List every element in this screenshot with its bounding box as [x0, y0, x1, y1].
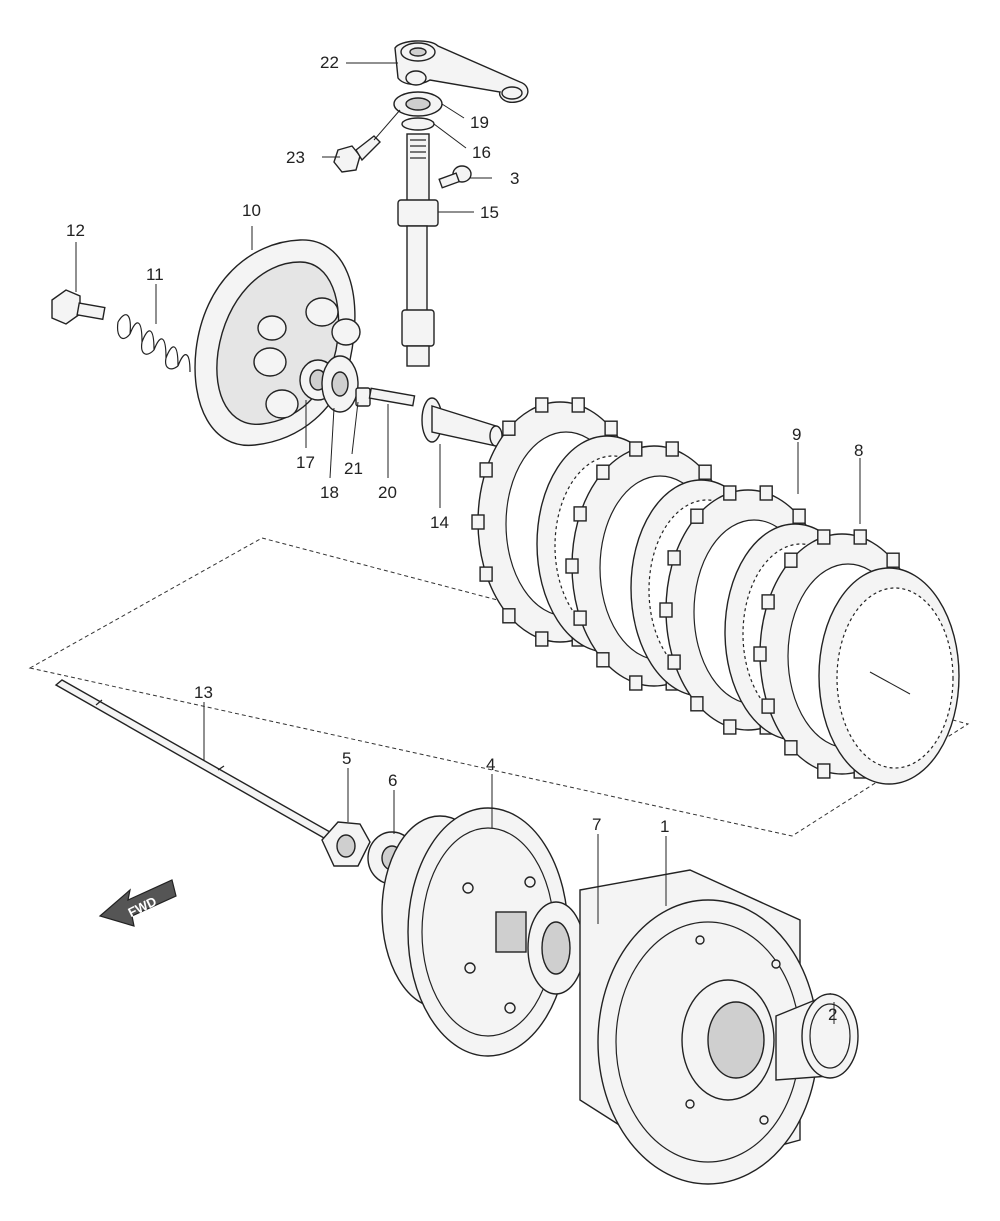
callout-lines [75, 62, 911, 1024]
callout-numbers: 22 19 16 23 3 15 10 12 11 17 21 18 20 14… [66, 53, 863, 1024]
part-13-long-rod [54, 679, 332, 839]
friction-plate-tab [479, 462, 493, 478]
friction-plate-tab [502, 608, 516, 624]
part-15-shaft [397, 133, 439, 367]
part-20-rod [368, 387, 416, 407]
plate-group-outline [28, 537, 970, 837]
callout-11: 11 [146, 265, 164, 284]
part-22-lever [394, 40, 529, 104]
friction-plate-tab [667, 654, 681, 670]
callout-20: 20 [378, 483, 397, 502]
callout-8: 8 [854, 441, 863, 460]
callout-5: 5 [342, 749, 351, 768]
callout-10: 10 [242, 201, 261, 220]
friction-plate-tab [667, 550, 681, 566]
part-16-oring [401, 117, 435, 131]
friction-plate-tab [853, 529, 867, 545]
plate-inner-ring [836, 587, 954, 769]
callout-21: 21 [344, 459, 363, 478]
friction-plate-tab [817, 763, 831, 779]
friction-plate-tab [479, 566, 493, 582]
part-14-pushrod [421, 397, 503, 447]
friction-plate-tab [659, 602, 673, 618]
friction-plate-tab [573, 610, 587, 626]
part-3-screw [438, 165, 472, 189]
friction-plate-tab [761, 594, 775, 610]
friction-plate-tab [784, 552, 798, 568]
friction-plate-tab [723, 719, 737, 735]
friction-plate-tab [502, 420, 516, 436]
part-7-thrust-washer [527, 901, 585, 995]
callout-1: 1 [660, 817, 669, 836]
callout-4: 4 [486, 755, 495, 774]
callout-12: 12 [66, 221, 85, 240]
part-19-washer [393, 91, 443, 117]
friction-plate-tab [690, 508, 704, 524]
callout-19: 19 [470, 113, 489, 132]
friction-plate-tab [817, 529, 831, 545]
callout-18: 18 [320, 483, 339, 502]
friction-plate-tab [596, 464, 610, 480]
friction-plate-tab [629, 441, 643, 457]
friction-plate-tab [698, 464, 712, 480]
fwd-arrow-icon: FWD [98, 879, 177, 927]
callout-22: 22 [320, 53, 339, 72]
part-11-spring [117, 314, 191, 373]
friction-plate-tab [573, 506, 587, 522]
callout-6: 6 [388, 771, 397, 790]
clutch-plate-stack [471, 397, 960, 785]
friction-plate-tab [596, 652, 610, 668]
callout-3: 3 [510, 169, 519, 188]
friction-plate-tab [690, 696, 704, 712]
part-2-spacer [775, 992, 859, 1081]
friction-plate-tab [665, 441, 679, 457]
friction-plate-tab [629, 675, 643, 691]
friction-plate-tab [565, 558, 579, 574]
part-12-bolt [51, 289, 106, 325]
friction-plate-tab [761, 698, 775, 714]
friction-plate-tab [753, 646, 767, 662]
callout-2: 2 [828, 1005, 837, 1024]
callout-17: 17 [296, 453, 315, 472]
callout-7: 7 [592, 815, 601, 834]
friction-plate-tab [535, 631, 549, 647]
callout-14: 14 [430, 513, 449, 532]
friction-plate-tab [759, 485, 773, 501]
callout-9: 9 [792, 425, 801, 444]
part-5-nut [321, 821, 371, 867]
friction-plate-tab [471, 514, 485, 530]
callout-13: 13 [194, 683, 213, 702]
friction-plate-tab [784, 740, 798, 756]
friction-plate-tab [604, 420, 618, 436]
friction-plate-tab [792, 508, 806, 524]
callout-16: 16 [472, 143, 491, 162]
friction-plate-tab [571, 397, 585, 413]
fwd-label: FWD [126, 894, 159, 920]
callout-15: 15 [480, 203, 499, 222]
part-23-bolt [333, 135, 381, 173]
part-1-clutch-outer [579, 869, 819, 1185]
friction-plate-tab [535, 397, 549, 413]
part-18-bearing [321, 355, 359, 413]
part-10-pressure-plate [194, 239, 361, 446]
friction-plate-tab [723, 485, 737, 501]
callout-23: 23 [286, 148, 305, 167]
friction-plate-tab [886, 552, 900, 568]
